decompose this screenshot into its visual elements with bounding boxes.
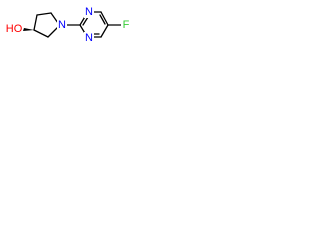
pyrrolidine-ring xyxy=(33,12,59,38)
bond-c2-n1-double xyxy=(82,16,89,26)
hydroxyl-text: HO xyxy=(6,23,23,35)
bond-c5-n xyxy=(47,26,59,38)
pyrimidine-nitrogen-1-text: N xyxy=(85,6,93,18)
bond-c5-c4 xyxy=(100,24,109,38)
pyrimidine-nitrogen-2-label: N xyxy=(84,32,94,44)
bond-c6-c5-double xyxy=(99,14,106,25)
bond-c2-c3 xyxy=(36,12,52,16)
pyrrolidine-nitrogen-label: N xyxy=(57,19,67,31)
bond-c3-c4 xyxy=(33,14,38,31)
bond-c6-c5 xyxy=(100,11,109,26)
fluorine-label: F xyxy=(121,19,131,31)
hydroxyl-label: HO xyxy=(5,22,23,35)
pyrrolidine-nitrogen-text: N xyxy=(58,19,66,31)
stereo-wedge-bond xyxy=(23,28,34,31)
pyrimidine-nitrogen-2-text: N xyxy=(85,32,93,44)
bond-c4-c5 xyxy=(33,29,49,38)
pyrimidine-ring xyxy=(79,11,109,38)
fluorine-text: F xyxy=(123,19,130,31)
bond-n-c2 xyxy=(50,12,59,24)
pyrimidine-nitrogen-1-label: N xyxy=(84,6,94,18)
chemical-structure: HO N N N F xyxy=(5,6,131,44)
